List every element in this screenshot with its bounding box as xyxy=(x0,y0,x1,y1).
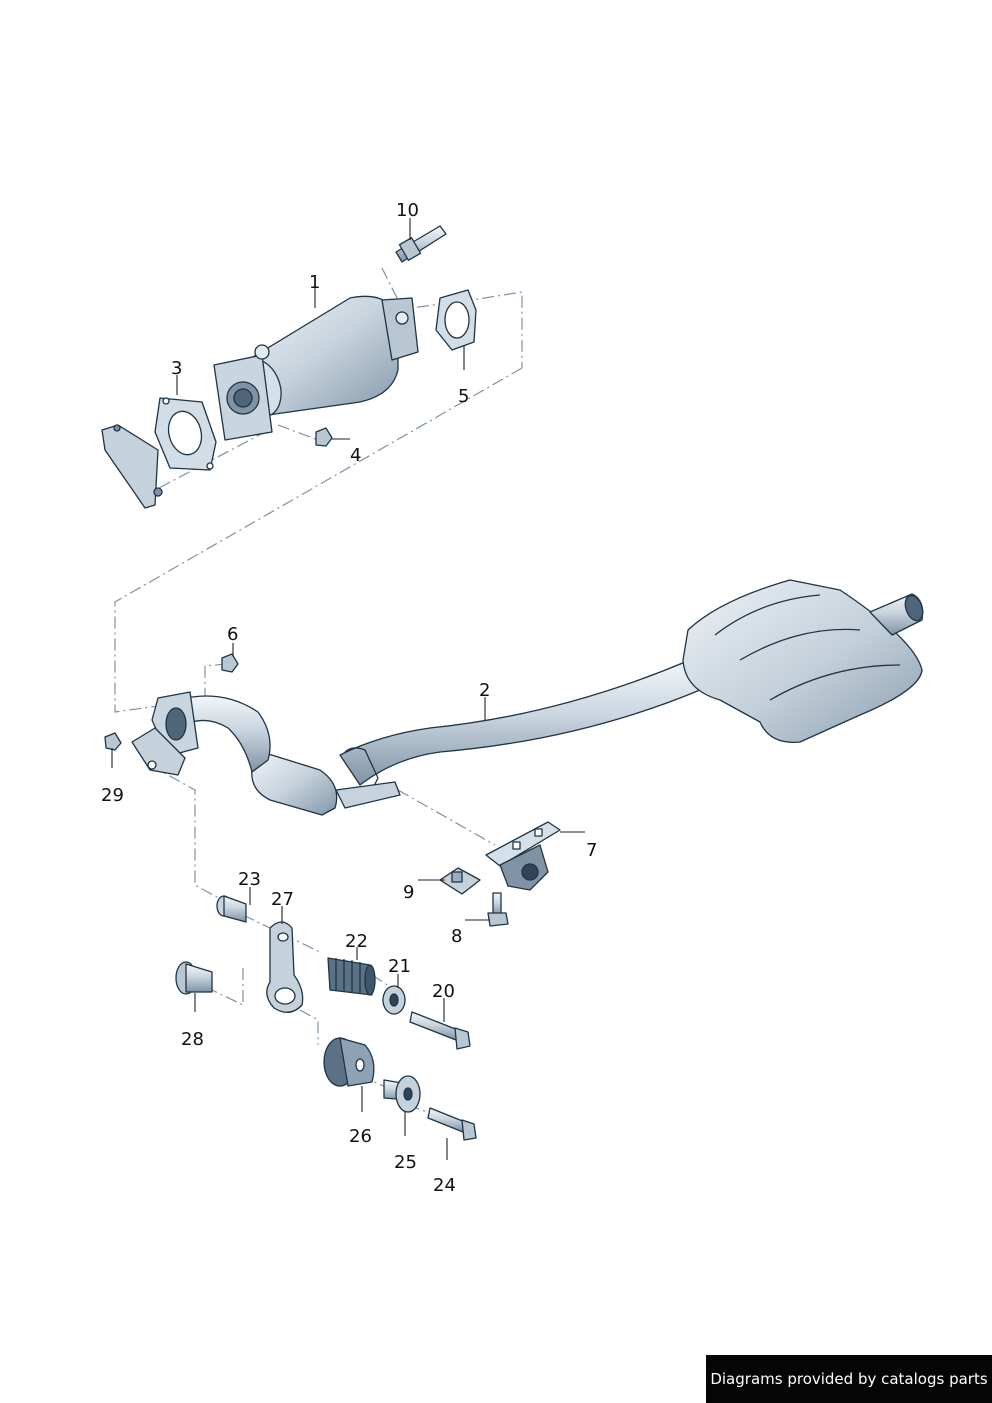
bracket-part-29 xyxy=(104,727,186,776)
callout-22: 22 xyxy=(345,931,368,952)
callout-2: 2 xyxy=(479,680,490,701)
bushing-part-28 xyxy=(175,961,213,995)
callout-20: 20 xyxy=(432,981,455,1002)
gasket-part-3 xyxy=(154,397,217,471)
callout-21: 21 xyxy=(388,956,411,977)
catalytic-converter-part-1 xyxy=(213,295,419,441)
callout-6: 6 xyxy=(227,624,238,645)
callout-26: 26 xyxy=(349,1126,372,1147)
bolt-part-24 xyxy=(427,1107,477,1141)
hanger-strap-part-27 xyxy=(266,921,304,1013)
callout-8: 8 xyxy=(451,926,462,947)
callout-5: 5 xyxy=(458,386,469,407)
callout-28: 28 xyxy=(181,1029,204,1050)
mounting-bracket-part-7 xyxy=(485,821,561,891)
callout-29: 29 xyxy=(101,785,124,806)
washer-part-21 xyxy=(382,985,406,1015)
exhaust-pipe-part-2 xyxy=(151,579,924,816)
callout-27: 27 xyxy=(271,889,294,910)
footer-credit: Diagrams provided by catalogs parts xyxy=(706,1355,992,1403)
callout-23: 23 xyxy=(238,869,261,890)
nut-part-4 xyxy=(315,427,333,447)
nut-part-6 xyxy=(221,653,239,673)
spring-sleeve-part-22 xyxy=(327,957,376,996)
callout-4: 4 xyxy=(350,445,361,466)
oxygen-sensor-part-10 xyxy=(395,225,447,263)
flanged-bushing-part-25 xyxy=(383,1075,421,1113)
callout-24: 24 xyxy=(433,1175,456,1196)
bushing-part-23 xyxy=(216,895,247,923)
callout-10: 10 xyxy=(396,200,419,221)
callout-9: 9 xyxy=(403,882,414,903)
callout-25: 25 xyxy=(394,1152,417,1173)
gasket-part-5 xyxy=(435,289,477,351)
leader-lines xyxy=(111,218,585,1160)
callout-1: 1 xyxy=(309,272,320,293)
clip-nut-part-9 xyxy=(439,867,481,895)
rubber-mount-part-26 xyxy=(323,1037,375,1087)
callout-labels: 10 1 3 4 5 6 2 29 7 9 8 23 27 22 21 20 2… xyxy=(101,200,597,1196)
bolt-part-20 xyxy=(409,1011,471,1050)
footer-text: Diagrams provided by catalogs parts xyxy=(710,1370,988,1388)
callout-3: 3 xyxy=(171,358,182,379)
callout-7: 7 xyxy=(586,840,597,861)
bolt-part-8 xyxy=(487,892,509,927)
mounting-plate xyxy=(101,424,163,509)
